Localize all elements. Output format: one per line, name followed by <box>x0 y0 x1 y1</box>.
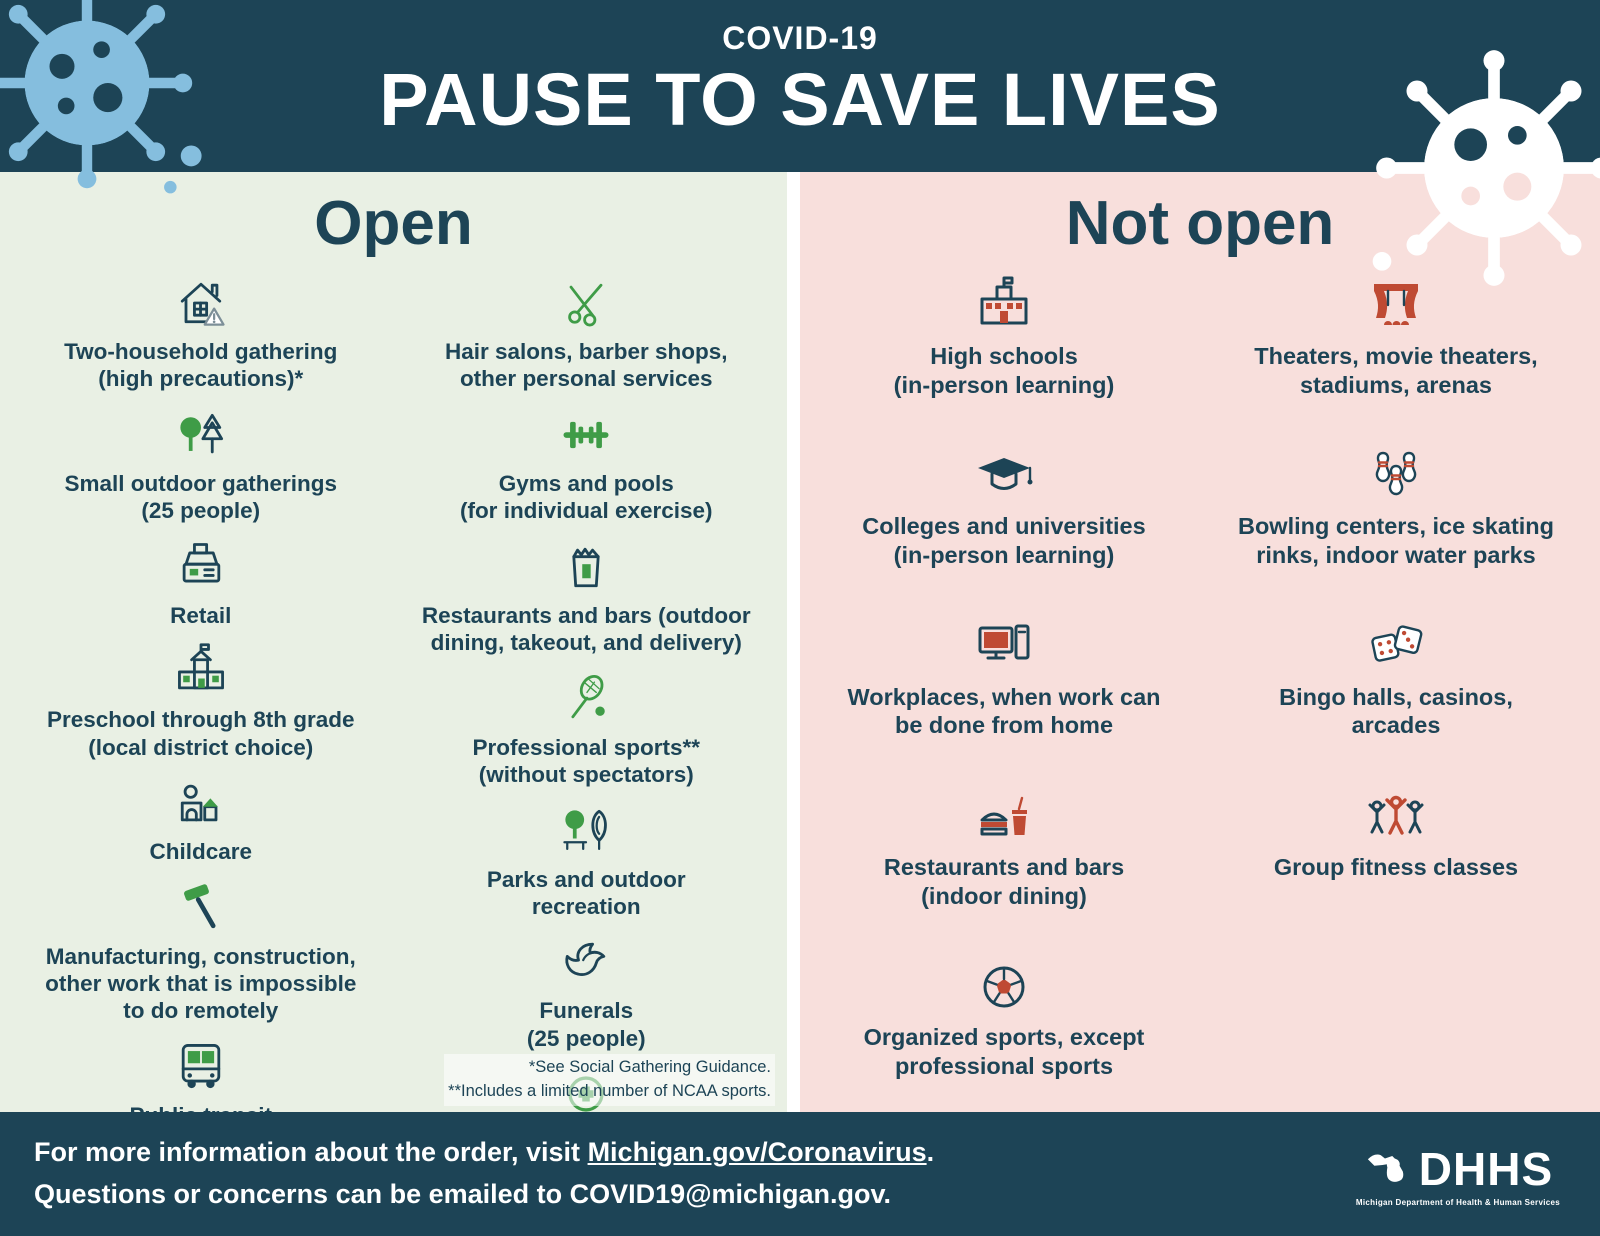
item-label: Bowling centers, ice skating rinks, indo… <box>1237 513 1555 568</box>
footer-info-prefix: For more information about the order, vi… <box>34 1137 588 1168</box>
footnote-1: *See Social Gathering Guidance. <box>528 1058 771 1077</box>
theater-stage-icon <box>1364 273 1428 337</box>
dove-icon <box>556 932 616 992</box>
not-open-column-1: High schools (in-person learning) Colleg… <box>808 273 1200 1112</box>
list-item: Colleges and universities (in-person lea… <box>862 443 1146 569</box>
list-item: Workplaces, when work can be done from h… <box>847 614 1161 740</box>
item-label: Gyms and pools (for individual exercise) <box>459 470 713 524</box>
item-label: Restaurants and bars (outdoor dining, ta… <box>421 602 751 656</box>
list-item: Hair salons, barber shops, other persona… <box>445 273 728 393</box>
list-item: Restaurants and bars (outdoor dining, ta… <box>422 537 751 657</box>
open-column-1: Two-household gathering (high precaution… <box>8 273 394 1112</box>
item-label: Preschool through 8th grade (local distr… <box>46 707 355 760</box>
item-label: Manufacturing, construction, other work … <box>45 943 357 1024</box>
header-banner: COVID-19 PAUSE TO SAVE LIVES <box>0 0 1600 194</box>
item-label: Professional sports** (without spectator… <box>472 734 701 788</box>
list-item: Restaurants and bars (indoor dining) <box>884 784 1124 910</box>
item-label: Workplaces, when work can be done from h… <box>847 683 1161 739</box>
outdoor-gathering-trees-icon <box>171 405 231 465</box>
footer-banner: For more information about the order, vi… <box>0 1112 1600 1236</box>
scissors-icon <box>556 273 616 333</box>
open-panel: Open <box>0 172 787 1112</box>
panel-divider <box>787 172 800 1112</box>
item-label: Organized sports, except professional sp… <box>863 1024 1145 1079</box>
retail-register-icon <box>171 537 231 597</box>
header-supertitle: COVID-19 <box>722 20 878 56</box>
logo-subtext: Michigan Department of Health & Human Se… <box>1355 1197 1560 1207</box>
bus-icon <box>171 1037 231 1097</box>
not-open-panel: Not open <box>800 172 1600 1112</box>
list-item: Manufacturing, construction, other work … <box>45 878 356 1025</box>
item-label: Parks and outdoor recreation <box>486 866 686 919</box>
group-fitness-icon <box>1364 784 1428 848</box>
high-school-building-icon <box>972 273 1036 337</box>
not-open-column-2: Theaters, movie theaters, stadiums, aren… <box>1200 273 1592 1112</box>
list-item: Two-household gathering (high precaution… <box>64 273 337 393</box>
item-label: High schools (in-person learning) <box>893 343 1115 398</box>
item-label: Bingo halls, casinos, arcades <box>1279 683 1513 739</box>
mdhhs-logo: DHHS Michigan Department of Health & Hum… <box>1356 1142 1560 1207</box>
not-open-panel-title: Not open <box>1065 189 1335 258</box>
graduation-cap-icon <box>972 443 1036 507</box>
tennis-racket-icon <box>556 669 616 729</box>
hammer-icon <box>171 878 231 938</box>
list-item: Gyms and pools (for individual exercise) <box>460 405 713 525</box>
item-label: Retail <box>170 602 232 628</box>
list-item: High schools (in-person learning) <box>893 273 1115 399</box>
barbell-icon <box>556 405 616 465</box>
list-item: Retail <box>170 537 231 629</box>
item-label: Childcare <box>149 839 253 865</box>
item-label: Group fitness classes <box>1273 853 1519 880</box>
item-label: Public transit <box>129 1102 272 1112</box>
soccer-ball-icon <box>972 954 1036 1018</box>
list-item: Organized sports, except professional sp… <box>863 954 1145 1080</box>
coronavirus-link[interactable]: Michigan.gov/Coronavirus <box>587 1137 927 1168</box>
item-label: Two-household gathering (high precaution… <box>64 339 338 392</box>
list-item: Preschool through 8th grade (local distr… <box>47 641 355 761</box>
item-label: Restaurants and bars (indoor dining) <box>883 853 1125 909</box>
list-item: Theaters, movie theaters, stadiums, aren… <box>1254 273 1538 399</box>
two-household-gathering-icon <box>171 273 231 333</box>
list-item: Funerals (25 people) <box>527 932 646 1052</box>
list-item: Group fitness classes <box>1274 784 1518 882</box>
footer-contact-line: Questions or concerns can be emailed to … <box>34 1179 892 1209</box>
school-icon <box>171 641 231 701</box>
open-column-2: Hair salons, barber shops, other persona… <box>394 273 780 1112</box>
computer-icon <box>972 614 1036 678</box>
list-item: Professional sports** (without spectator… <box>472 669 700 789</box>
michigan-state-icon <box>1367 1154 1404 1182</box>
dice-icon <box>1364 614 1428 678</box>
footer-info-suffix: . <box>926 1137 935 1168</box>
list-item: Bingo halls, casinos, arcades <box>1279 614 1513 740</box>
item-label: Hair salons, barber shops, other persona… <box>444 339 728 392</box>
bowling-pins-icon <box>1364 443 1428 507</box>
content-area: Open <box>0 172 1600 1112</box>
burger-drink-icon <box>972 784 1036 848</box>
item-label: Colleges and universities (in-person lea… <box>862 513 1146 568</box>
item-label: Small outdoor gatherings (25 people) <box>64 470 338 524</box>
footer-info-line: For more information about the order, vi… <box>34 1132 934 1174</box>
list-item: Small outdoor gatherings (25 people) <box>64 405 337 525</box>
childcare-blocks-icon <box>171 773 231 833</box>
item-label: Theaters, movie theaters, stadiums, aren… <box>1254 343 1538 398</box>
page-title: PAUSE TO SAVE LIVES <box>379 58 1221 141</box>
open-panel-title: Open <box>314 189 473 258</box>
list-item: Bowling centers, ice skating rinks, indo… <box>1238 443 1554 569</box>
logo-text: DHHS <box>1418 1142 1554 1195</box>
park-tree-leaf-icon <box>556 801 616 861</box>
footer-text: For more information about the order, vi… <box>34 1132 934 1216</box>
list-item: Public transit <box>129 1037 272 1112</box>
list-item: Childcare <box>149 773 252 865</box>
item-label: Funerals (25 people) <box>526 998 646 1051</box>
footnote-2: **Includes a limited number of NCAA spor… <box>448 1082 771 1101</box>
takeout-bag-icon <box>556 537 616 597</box>
footnotes: *See Social Gathering Guidance. **Includ… <box>444 1054 775 1106</box>
list-item: Parks and outdoor recreation <box>487 801 686 921</box>
